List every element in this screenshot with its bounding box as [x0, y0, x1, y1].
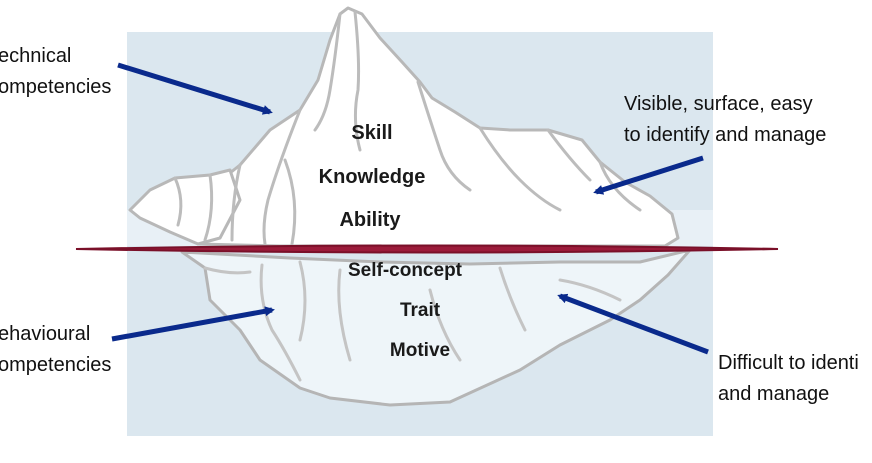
underwater-crevasses [203, 260, 622, 382]
difficult-line-1: Difficult to identi [718, 352, 859, 374]
visible-label: Visible, surface, easy to identify and m… [624, 89, 826, 151]
arrow-difficult [557, 293, 709, 355]
behavioural-competencies-label: ehavioural ompetencies [0, 319, 111, 381]
above-crevasses [173, 10, 642, 246]
ghost-text: wledge [412, 212, 480, 234]
arrow-behavioural [111, 306, 275, 342]
label-knowledge: Knowledge [318, 166, 426, 188]
arrow-technical [117, 62, 273, 115]
technical-competencies-label: echnical ompetencies [0, 41, 111, 103]
label-self-concept: Self-concept [347, 260, 463, 281]
label-skill: Skill [351, 122, 393, 144]
iceberg-underwater [180, 248, 692, 407]
technical-line-2: ompetencies [0, 76, 112, 98]
waterline [75, 244, 779, 254]
behavioural-line-1: ehavioural [0, 323, 91, 345]
behavioural-line-2: ompetencies [0, 354, 112, 376]
difficult-line-2: and manage [718, 383, 830, 405]
arrow-visible [593, 155, 704, 195]
label-ability: Ability [339, 209, 401, 231]
visible-line-1: Visible, surface, easy [624, 93, 813, 115]
label-trait: Trait [399, 300, 441, 321]
visible-line-2: to identify and manage [624, 124, 827, 146]
difficult-label: Difficult to identi and manage [718, 348, 872, 410]
technical-line-1: echnical [0, 45, 72, 67]
label-motive: Motive [389, 340, 451, 361]
